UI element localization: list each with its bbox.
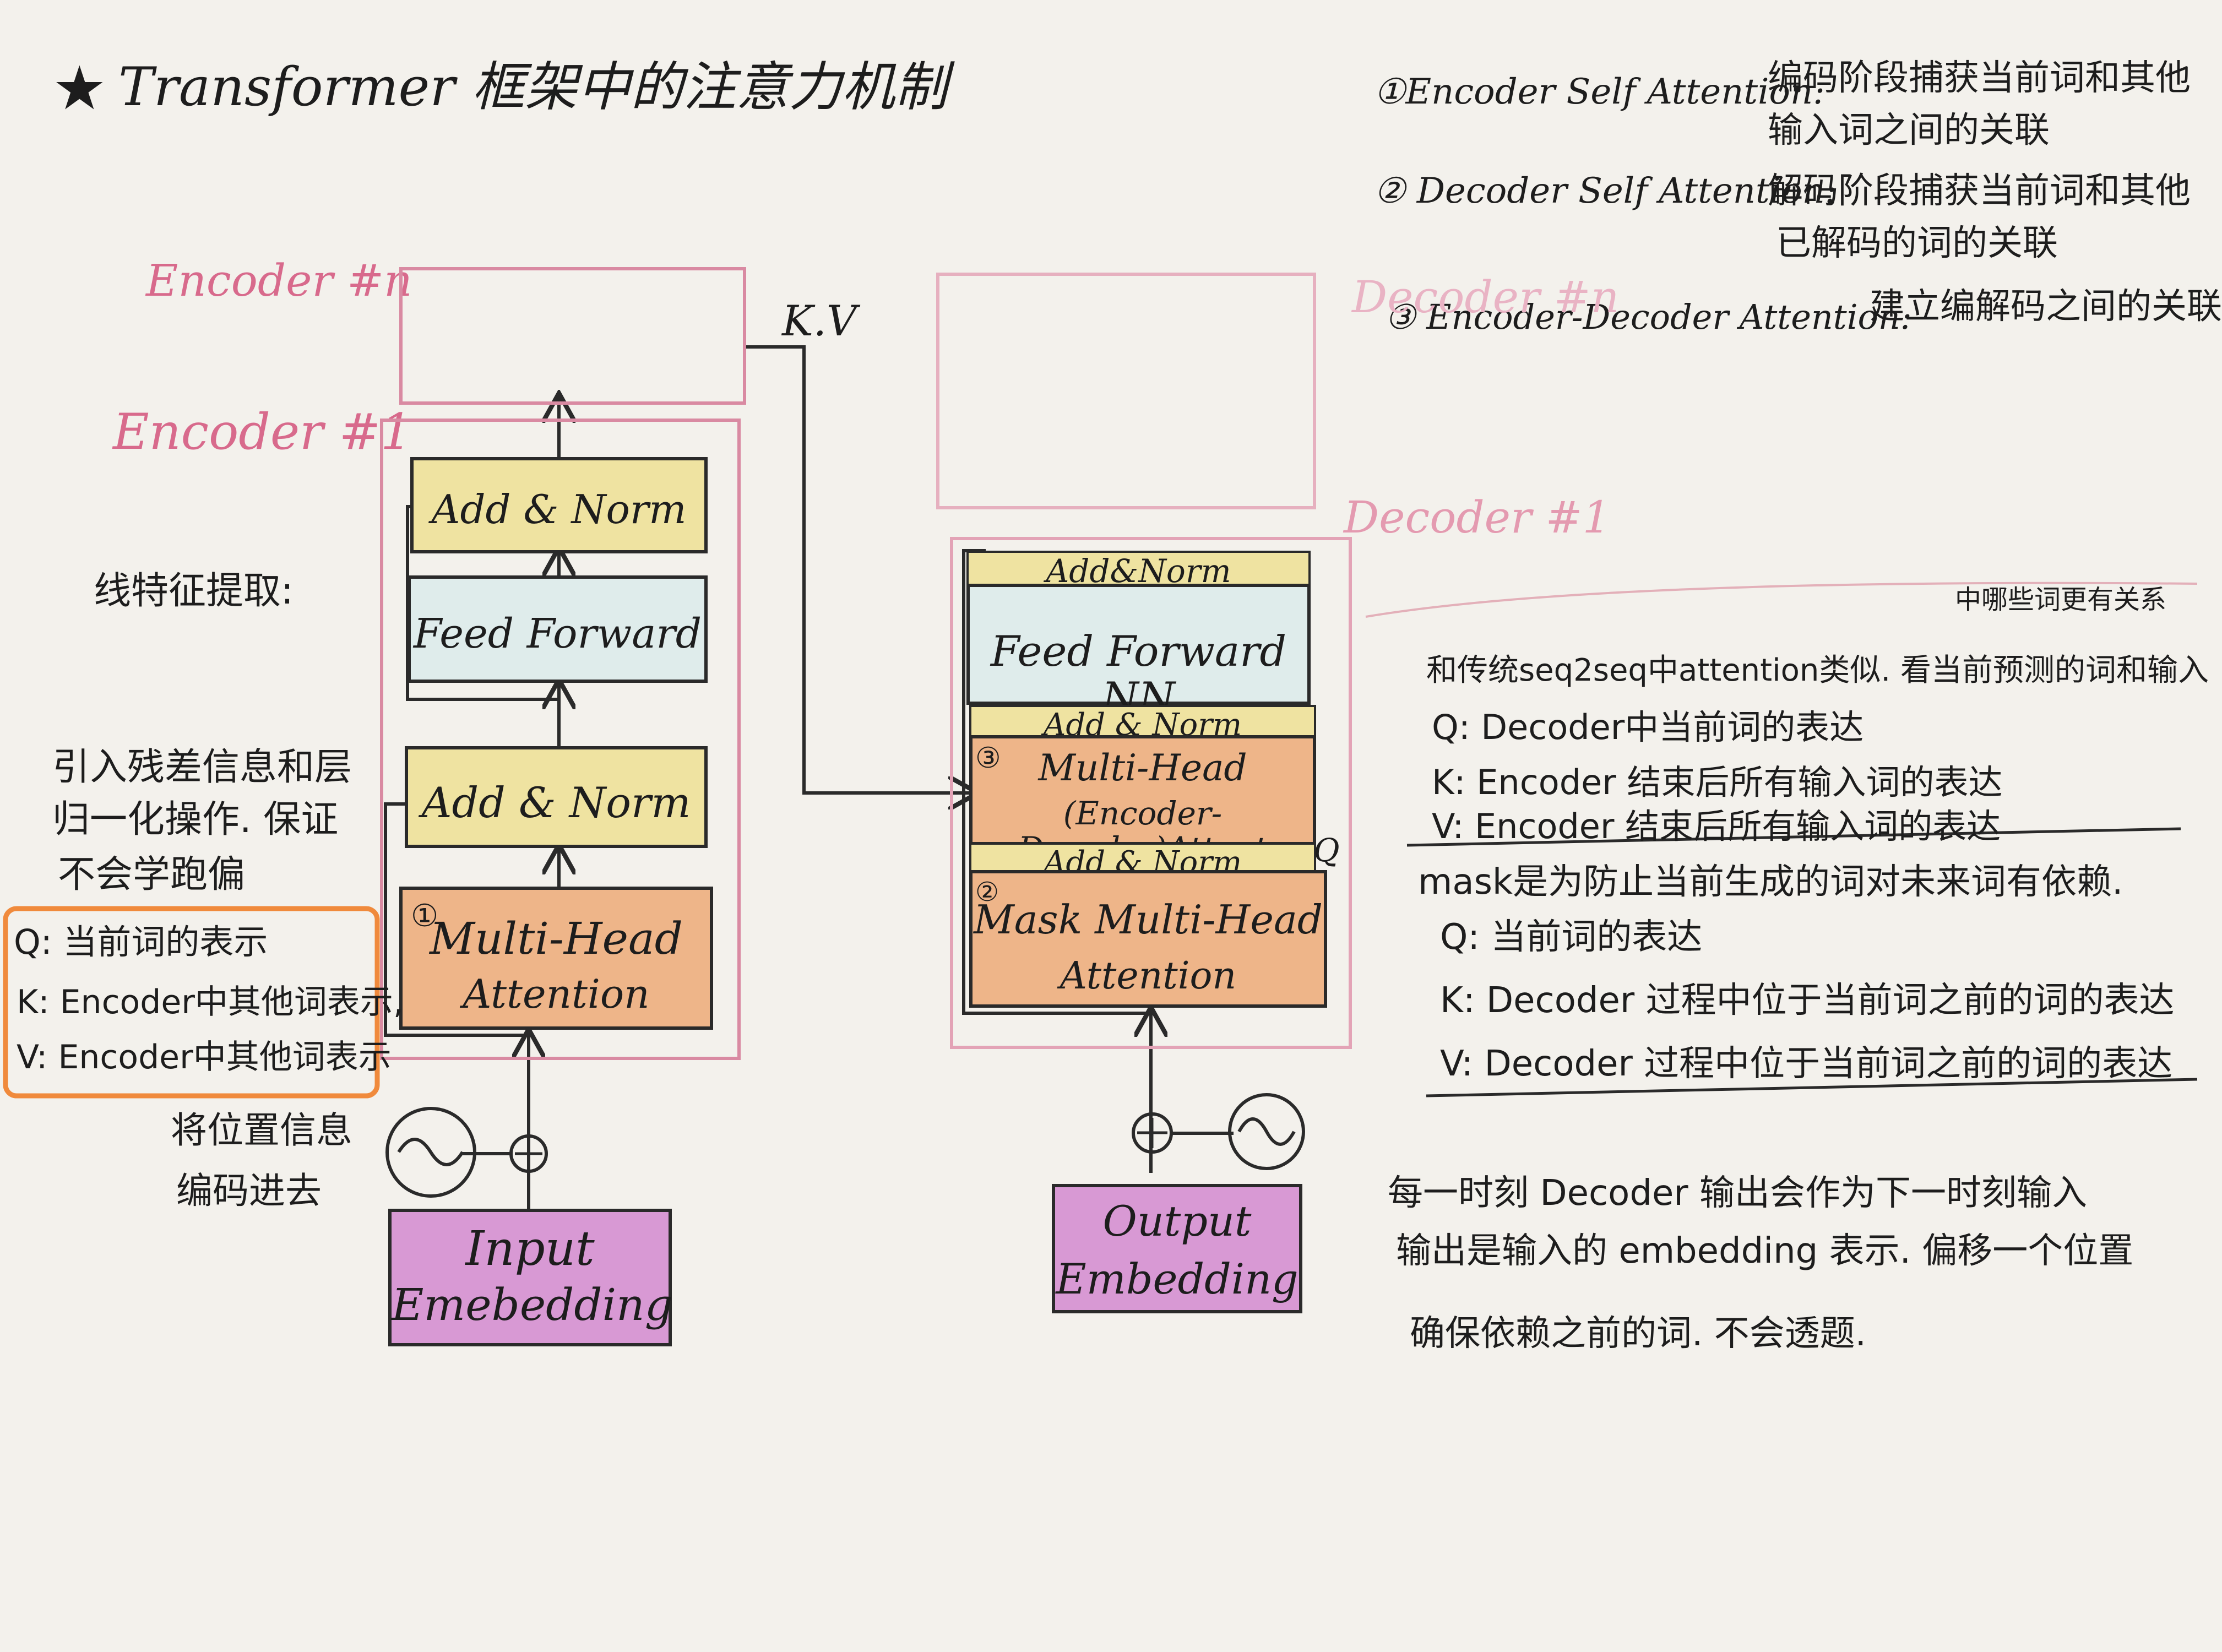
decoder-q-marker: Q xyxy=(1313,832,1340,869)
encoder-add-norm-bottom: Add & Norm xyxy=(405,746,708,848)
output-embedding-line1: Output xyxy=(1102,1197,1252,1246)
note-positional: 将位置信息 xyxy=(171,1109,352,1151)
input-embedding-line2: Emebedding xyxy=(392,1279,673,1330)
legend-item3-desc: 建立编解码之间的关联 xyxy=(1870,286,2222,327)
legend-item1-label: ①Encoder Self Attention: xyxy=(1374,72,1825,112)
encoder-mha-line2: Attention xyxy=(463,971,650,1017)
note-feature-extraction: 线特征提取: xyxy=(94,569,294,613)
kv-label: K.V xyxy=(782,296,857,345)
note-encoder-k: K: Encoder中其他词表示, xyxy=(17,983,404,1021)
decoder-add-norm-top: Add&Norm xyxy=(966,551,1311,590)
encoder-n-label: Encoder #n xyxy=(146,255,412,306)
encoder-feed-forward-label: Feed Forward xyxy=(413,610,702,657)
legend-item2-label: ② Decoder Self Attention: xyxy=(1374,171,1837,211)
page-title: Transformer 框架中的注意力机制 xyxy=(118,56,948,118)
note-residual-3: 不会学跑偏 xyxy=(58,853,246,896)
encoder-residual-line xyxy=(384,802,529,1037)
note-encoder-q: Q: 当前词的表示 xyxy=(14,922,268,962)
legend-item3-label: ③ Encoder-Decoder Attention: xyxy=(1385,297,1912,337)
output-embedding-line2: Embedding xyxy=(1056,1254,1299,1303)
encoder-add-norm-bottom-label: Add & Norm xyxy=(421,778,691,827)
encoder-mha-number: ① xyxy=(411,898,439,934)
decoder-mask-attention: ② Mask Multi-Head Attention xyxy=(969,870,1327,1008)
output-embedding: Output Embedding xyxy=(1052,1184,1302,1313)
note-mask: mask是为防止当前生成的词对未来词有依赖. xyxy=(1418,862,2123,903)
note-output-feedback-2: 输出是输入的 embedding 表示. 偏移一个位置 xyxy=(1396,1231,2134,1271)
decoder-mask-number: ② xyxy=(975,877,999,907)
note-decoder-k: K: Encoder 结束后所有输入词的表达 xyxy=(1432,762,2003,802)
note-output-feedback: 每一时刻 Decoder 输出会作为下一时刻输入 xyxy=(1388,1173,2087,1214)
note-encoder-v: V: Encoder中其他词表示 xyxy=(17,1038,392,1077)
decoder-mask-line2: Attention xyxy=(1060,954,1237,998)
legend-item2-desc-2: 已解码的词的关联 xyxy=(1776,223,2058,264)
note-divider xyxy=(1426,1078,2198,1097)
kv-path-line xyxy=(743,345,975,793)
decoder-add-norm-mid: Add & Norm xyxy=(969,705,1316,742)
add-circle-icon xyxy=(1132,1112,1173,1154)
page-title-star: ★ xyxy=(52,53,107,123)
decoder-n-frame xyxy=(936,273,1316,509)
decoder-mask-line1: Mask Multi-Head xyxy=(974,896,1323,943)
sine-wave-icon xyxy=(1228,1093,1305,1170)
encoder-add-norm-top-label: Add & Norm xyxy=(431,486,687,532)
decoder-mha-line1: Multi-Head xyxy=(1038,747,1247,789)
note-mask-k: K: Decoder 过程中位于当前词之前的词的表达 xyxy=(1440,980,2175,1021)
decoder-feed-forward: Feed Forward NN xyxy=(966,584,1311,720)
note-residual: 引入残差信息和层 xyxy=(52,746,352,789)
decoder-1-frame xyxy=(950,537,1352,1049)
note-decoder-v: V: Encoder 结束后所有输入词的表达 xyxy=(1432,806,2001,846)
note-seq2seq: 和传统seq2seq中attention类似. 看当前预测的词和输入 xyxy=(1426,653,2209,688)
note-mask-v: V: Decoder 过程中位于当前词之前的词的表达 xyxy=(1440,1044,2173,1084)
note-decoder-q: Q: Decoder中当前词的表达 xyxy=(1432,707,1864,747)
add-circle-icon xyxy=(509,1134,548,1173)
note-mask-q: Q: 当前词的表达 xyxy=(1440,917,1703,958)
encoder-n-frame xyxy=(399,267,746,405)
legend-item1-desc-2: 输入词之间的关联 xyxy=(1768,110,2050,151)
encoder-feed-forward: Feed Forward xyxy=(408,575,708,683)
decoder-enc-dec-attention: ③ Multi-Head (Encoder-Decoder)Attent xyxy=(969,735,1316,866)
decoder-n-label: Decoder #n xyxy=(1352,271,1620,323)
sine-wave-icon xyxy=(385,1107,476,1198)
input-embedding-line1: Input xyxy=(465,1221,595,1276)
encoder-1-label: Encoder #1 xyxy=(113,403,412,461)
qkv-highlight xyxy=(3,906,380,1099)
decoder-mha-number: ③ xyxy=(975,742,1001,775)
note-bracket xyxy=(1365,582,2198,618)
note-output-feedback-3: 确保依赖之前的词. 不会透题. xyxy=(1410,1313,1867,1354)
legend-item1-desc: 编码阶段捕获当前词和其他 xyxy=(1768,58,2191,99)
note-relevance: 中哪些词更有关系 xyxy=(1955,584,2167,615)
note-divider xyxy=(1406,827,2181,847)
legend-item2-desc: 解码阶段捕获当前词和其他 xyxy=(1768,171,2191,211)
encoder-add-norm-top: Add & Norm xyxy=(410,457,708,553)
note-positional-2: 编码进去 xyxy=(176,1170,322,1212)
decoder-add-norm-top-label: Add&Norm xyxy=(1046,552,1231,590)
encoder-multi-head-attention: ① Multi-Head Attention xyxy=(399,887,713,1030)
input-embedding: Input Emebedding xyxy=(388,1209,673,1346)
decoder-1-label: Decoder #1 xyxy=(1344,492,1611,543)
note-residual-2: 归一化操作. 保证 xyxy=(52,798,339,841)
encoder-mha-line1: Multi-Head xyxy=(430,913,683,964)
encoder-1-frame xyxy=(380,419,741,1060)
